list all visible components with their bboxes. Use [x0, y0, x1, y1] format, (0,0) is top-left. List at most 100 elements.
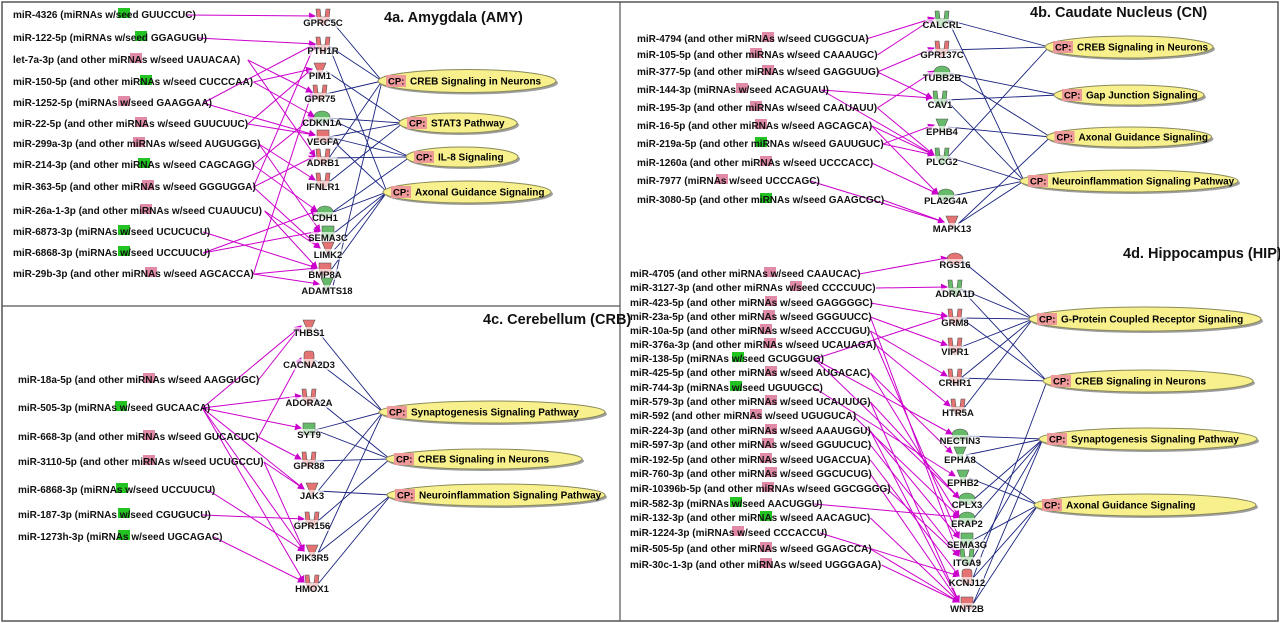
- mirna-marker: [765, 395, 777, 405]
- mirna-marker: [760, 558, 772, 568]
- gene-label-backdrop: [289, 397, 329, 408]
- cp-tag: [1047, 433, 1067, 445]
- mirna-target-edge: [201, 407, 305, 552]
- gene-pathway-edge: [314, 411, 384, 431]
- mirna-marker: [118, 225, 130, 235]
- cp-tag-label: CP:: [388, 77, 404, 88]
- mirna-marker: [118, 246, 130, 256]
- pathway-ellipse: [398, 112, 518, 134]
- gene-pathway-edge: [328, 156, 411, 159]
- mirna-target-edge: [252, 43, 316, 188]
- gene-node: PLA2G4A: [924, 188, 968, 207]
- mirna-node: miR-195-3p (and other miRNAs w/seed CAAU…: [637, 101, 877, 114]
- gene-label: CDH1: [312, 213, 339, 224]
- gene-label-backdrop: [294, 460, 324, 471]
- gene-label-backdrop: [940, 435, 980, 446]
- mirna-target-edge: [871, 125, 939, 195]
- mirna-target-edge: [258, 143, 321, 232]
- cp-tag: [395, 489, 415, 501]
- gene-label-backdrop: [295, 552, 329, 563]
- cp-tag-label: CP:: [1044, 501, 1060, 512]
- mirna-label: miR-22-5p (and other miRNAs w/seed GUUCU…: [13, 119, 248, 130]
- gene-pathway-edge: [960, 317, 1048, 382]
- mirna-node: miR-3080-5p (and other miRNAs w/seed GAA…: [637, 193, 884, 206]
- cp-tag-label: CP:: [393, 188, 409, 199]
- gene-label-backdrop: [308, 136, 338, 147]
- gene-node: CPLX3: [952, 492, 983, 511]
- mirna-node: miR-425-5p (and other miRNAs w/seed AUGA…: [630, 366, 870, 379]
- mirna-node: miR-760-3p (and other miRNAs w/seed GGCU…: [630, 467, 872, 480]
- mirna-label: miR-505-3p (miRNAs w/seed GUCAACA): [18, 403, 210, 414]
- gene-pathway-edge: [947, 46, 1050, 51]
- pathway-ellipse: [378, 400, 606, 424]
- gene-label-backdrop: [952, 603, 982, 614]
- mirna-marker: [750, 409, 762, 419]
- pathway-node: CP:Gap Junction Signaling: [1053, 84, 1206, 107]
- gene-node: SYT9: [297, 422, 321, 441]
- gene-label: EPHA8: [944, 455, 976, 466]
- mirna-label: miR-23a-5p (and other miRNAs w/seed GGGU…: [630, 312, 872, 323]
- gene-node: CDH1: [312, 205, 339, 224]
- gene-pathway-edge: [951, 180, 1025, 197]
- gene-label: PLA2G4A: [924, 196, 968, 207]
- mirna-label: miR-219a-5p (and other miRNAs w/seed GAU…: [637, 139, 884, 150]
- mirna-target-edge: [258, 325, 302, 381]
- mirna-node: miR-192-5p (and other miRNAs w/seed UGAC…: [630, 453, 871, 466]
- mirna-node: miR-668-3p (and other miRNAs w/seed GUCA…: [18, 430, 259, 443]
- mirna-target-edge: [877, 17, 935, 56]
- mirna-label: miR-195-3p (and other miRNAs w/seed CAAU…: [637, 103, 877, 114]
- gene-label-backdrop: [952, 499, 982, 510]
- mirna-target-edge: [869, 372, 960, 518]
- cp-tag-label: CP:: [1053, 377, 1069, 388]
- gene-label: ADAMTS18: [301, 286, 352, 297]
- mirna-target-edge: [202, 209, 318, 254]
- gene-pathway-edge: [957, 180, 1025, 225]
- gene-label-backdrop: [297, 583, 327, 594]
- mirna-marker: [143, 373, 155, 383]
- mirna-target-edge: [253, 115, 315, 166]
- gene-node: SEMA3G: [947, 532, 987, 551]
- mirna-label: miR-4326 (miRNAs w/seed GUUCCUC): [13, 10, 196, 21]
- mirna-marker: [732, 352, 744, 362]
- cp-tag: [1062, 89, 1082, 101]
- gene-node: PTH1R: [307, 36, 339, 57]
- gene-node: GPRC5C: [303, 8, 343, 29]
- gene-node: GPR156: [294, 511, 330, 532]
- mirna-target-edge: [202, 514, 305, 523]
- gene-pathway-edge: [947, 72, 1051, 138]
- cp-tag-label: CP:: [416, 153, 432, 164]
- gene-label-backdrop: [940, 346, 970, 357]
- mirna-node: miR-10396b-5p (and other miRNAs w/seed G…: [630, 482, 891, 495]
- mirna-marker: [765, 424, 777, 434]
- gene-node: GPR75: [304, 84, 336, 105]
- mirna-target-edge: [247, 123, 316, 138]
- mirna-marker: [760, 193, 772, 203]
- gene-pathway-edge: [972, 438, 1044, 605]
- gene-node: TUBB2B: [923, 65, 961, 84]
- mirna-marker: [716, 174, 728, 184]
- mirna-marker: [760, 453, 772, 463]
- mirna-node: miR-7977 (miRNAs w/seed UCCCAGC): [637, 174, 820, 187]
- gene-label: CPLX3: [952, 500, 983, 511]
- gene-label: JAK3: [300, 491, 324, 502]
- mirna-node: miR-219a-5p (and other miRNAs w/seed GAU…: [637, 137, 884, 150]
- gene-label-backdrop: [922, 49, 962, 60]
- panel-title: 4d. Hippocampus (HIP): [1123, 246, 1280, 262]
- pathway-node: CP:IL-8 Signaling: [405, 146, 520, 169]
- gene-label-backdrop: [940, 259, 970, 270]
- mirna-target-edge: [247, 59, 316, 157]
- mirna-label: miR-376a-3p (and other miRNAs w/seed UCA…: [630, 340, 876, 351]
- mirna-target-edge: [264, 210, 321, 249]
- pathway-label: CREB Signaling in Neurons: [410, 77, 542, 88]
- mirna-target-edge: [201, 407, 305, 583]
- mirna-marker: [140, 204, 152, 214]
- mirna-marker: [730, 497, 742, 507]
- gene-label: SYT9: [297, 430, 321, 441]
- mirna-target-edge: [871, 162, 939, 195]
- gene-node: NECTIN3: [940, 428, 980, 447]
- gene-pathway-edge: [330, 191, 388, 214]
- mirna-marker: [764, 338, 776, 348]
- cp-tag-label: CP:: [389, 408, 405, 419]
- pathway-label: STAT3 Pathway: [431, 119, 505, 130]
- gene-label: CDKN1A: [302, 118, 342, 129]
